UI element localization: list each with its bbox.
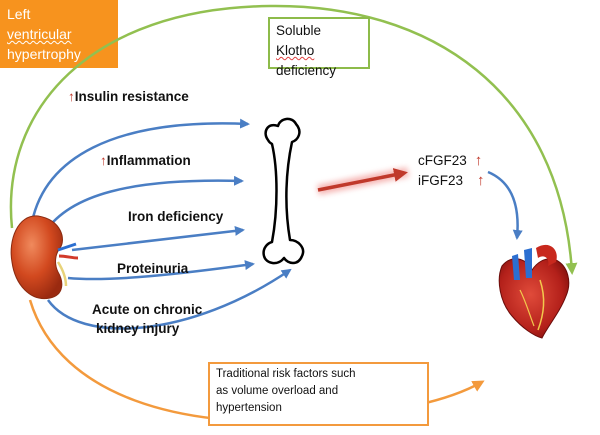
up-arrow-icon: ↑: [477, 172, 485, 189]
cfgf23-label: cFGF23: [418, 153, 467, 168]
factor-inflammation-label: Inflammation: [106, 153, 191, 168]
lvh-line1: Left: [7, 6, 31, 22]
factor-inflammation: ↑Inflammation: [100, 153, 191, 169]
iron-arrow: [71, 225, 245, 252]
up-arrow-icon: ↑: [474, 152, 483, 169]
factor-iron-deficiency: Iron deficiency: [128, 209, 224, 224]
factor-insulin-label: Insulin resistance: [74, 89, 189, 104]
insulin-arrow: [30, 118, 250, 223]
inflammation-arrow: [43, 175, 244, 233]
klotho-word: Klotho: [276, 43, 315, 58]
lvh-box: Left ventricular hypertrophy: [0, 0, 118, 68]
traditional-risk-factors-box: Traditional risk factors such as volume …: [208, 362, 429, 426]
lvh-line2: ventricular: [7, 26, 72, 42]
factor-insulin-resistance: ↑Insulin resistance: [68, 89, 189, 105]
risk-line2: as volume overload and: [216, 385, 339, 397]
klotho-line2: deficiency: [276, 63, 337, 78]
risk-line3: hypertension: [216, 402, 282, 414]
lvh-line3: hypertrophy: [7, 46, 81, 62]
heart-icon: [498, 244, 570, 339]
fgf23-block: cFGF23 ↑ iFGF23 ↑: [418, 151, 485, 191]
factor-akd-line1: Acute on chronic: [92, 302, 203, 317]
up-arrow-icon: ↑: [100, 153, 107, 168]
factor-akd-line2: kidney injury: [96, 321, 180, 336]
up-arrow-icon: ↑: [68, 89, 75, 104]
fgf23-to-heart-arrow: [487, 170, 523, 240]
kidney-icon: [10, 215, 79, 300]
ifgf23-label: iFGF23: [418, 173, 464, 188]
bone-to-fgf23-arrow: [317, 167, 409, 195]
klotho-deficiency-box: Soluble Klotho deficiency: [268, 17, 370, 78]
risk-line1: Traditional risk factors such: [216, 368, 356, 380]
bone-icon: [262, 117, 305, 265]
akd-arrow: [46, 268, 292, 330]
factor-proteinuria: Proteinuria: [117, 261, 189, 276]
proteinuria-arrow: [67, 260, 255, 281]
klotho-prefix: Soluble: [276, 23, 322, 38]
klotho-arrow: [9, 4, 578, 275]
